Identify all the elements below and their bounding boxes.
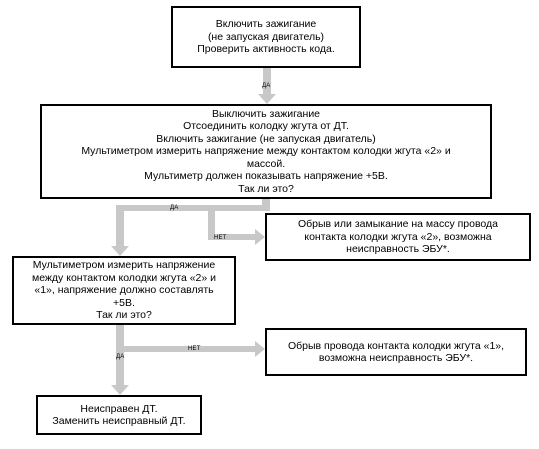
arrow-no-down bbox=[208, 205, 215, 240]
box-text-line: Обрыв или замыкание на массу провода bbox=[297, 218, 499, 231]
arrow-yes3-down bbox=[111, 352, 129, 395]
arrow-yes-horizontal bbox=[116, 205, 270, 211]
box-text-line: Включить зажигание (не запуская двигател… bbox=[156, 132, 376, 145]
arrow-b2-stem bbox=[262, 198, 270, 210]
arrow-yes-down bbox=[111, 205, 129, 256]
box-text-line: между контактом колодки жгута «2» и bbox=[31, 271, 217, 284]
arrow-b1-b2 bbox=[258, 68, 276, 104]
box-text-line: Отсоединить колодку жгута от ДТ. bbox=[183, 120, 349, 133]
box-text-line: массой. bbox=[246, 157, 286, 170]
box-text-line: Неисправен ДТ. bbox=[80, 402, 158, 415]
label-yes-1: ДА bbox=[262, 83, 271, 89]
box-text-line: неисправность ЭБУ*. bbox=[346, 243, 450, 256]
box-text-line: Проверить активность кода. bbox=[197, 43, 335, 56]
box-text-line: Заменить неисправный ДТ. bbox=[52, 415, 186, 427]
step-check-code-box: Включить зажигание(не запуская двигатель… bbox=[171, 6, 361, 68]
box-text-line: Мультиметр должен показывать напряжение … bbox=[144, 170, 388, 183]
label-no-1: НЕТ bbox=[214, 235, 227, 241]
box-text-line: «1», напряжение должно составлять bbox=[34, 284, 214, 297]
arrow-b4-stem bbox=[116, 325, 124, 355]
result-contact1-fault-box: Обрыв провода контакта колодки жгута «1»… bbox=[265, 328, 527, 376]
box-text-line: Обрыв провода контакта колодки жгута «1»… bbox=[287, 339, 505, 352]
box-text-line: Мультиметром измерить напряжение между к… bbox=[81, 145, 451, 158]
box-text-line: Включить зажигание bbox=[215, 18, 317, 31]
result-replace-sensor-box: Неисправен ДТ.Заменить неисправный ДТ. bbox=[36, 395, 202, 435]
arrow-no2-right bbox=[116, 341, 265, 357]
label-no-2: НЕТ bbox=[188, 346, 201, 352]
label-yes-2: ДА bbox=[170, 205, 179, 211]
arrow-no-right bbox=[208, 229, 265, 245]
box-text-line: +5В. bbox=[113, 296, 135, 309]
box-text-line: Выключить зажигание bbox=[211, 107, 321, 120]
box-text-line: возможна неисправность ЭБУ*. bbox=[318, 352, 474, 364]
box-text-line: Так ли это? bbox=[238, 182, 294, 195]
box-text-line: контакта колодки жгута «2», возможна bbox=[304, 230, 492, 243]
box-text-line: (не запуская двигатель) bbox=[207, 30, 325, 43]
box-text-line: Мультиметром измерить напряжение bbox=[32, 259, 216, 272]
box-text-line: Так ли это? bbox=[96, 309, 152, 322]
label-yes-3: ДА bbox=[116, 354, 125, 360]
